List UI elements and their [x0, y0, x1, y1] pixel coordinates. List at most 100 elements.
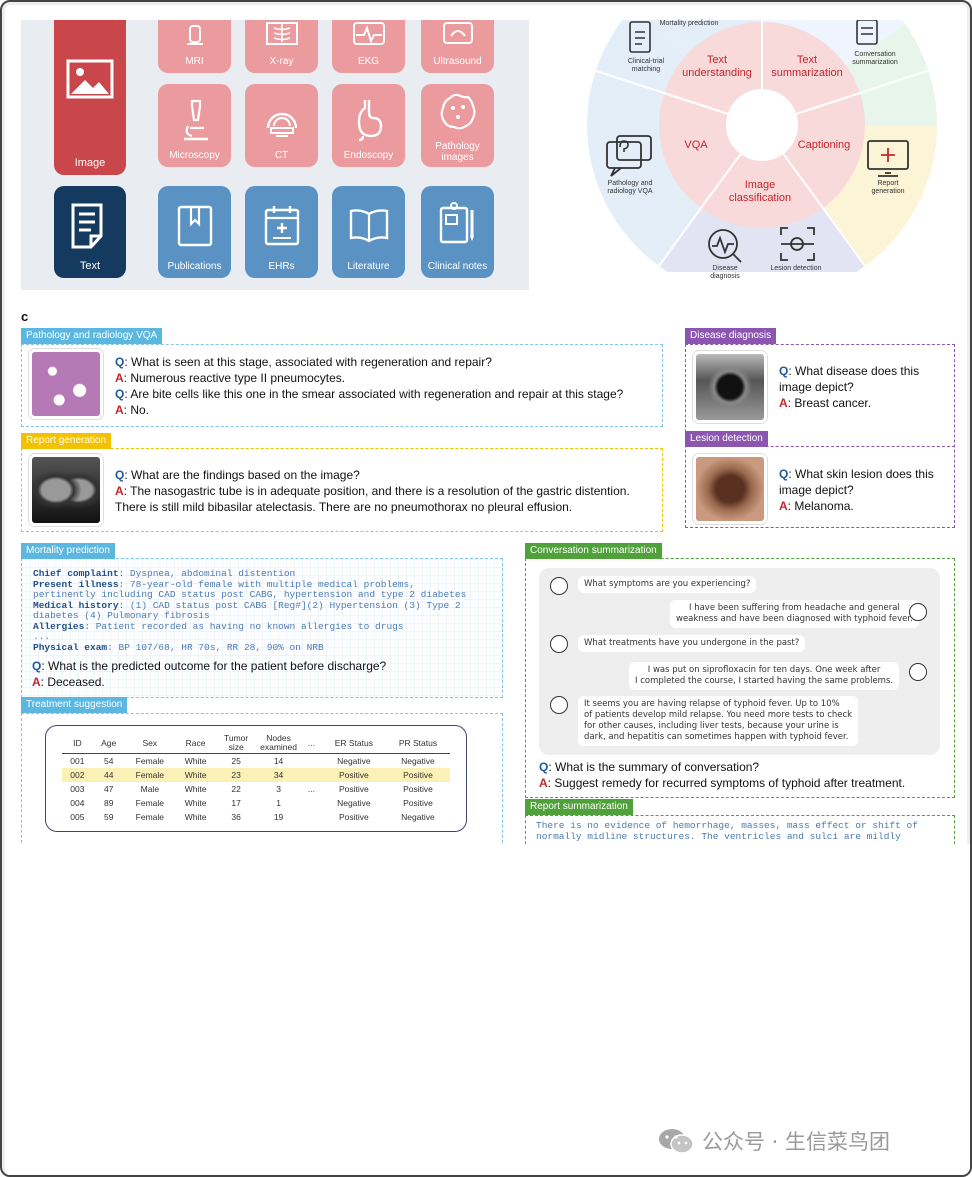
- pathology-vqa-tag: Pathology and radiology VQA: [21, 328, 163, 344]
- microscopy-tile: Microscopy: [158, 84, 231, 167]
- xray-label: X-ray: [269, 56, 294, 67]
- chat-question-icon: [606, 135, 652, 177]
- publications-tile: Publications: [158, 186, 231, 278]
- wheel-label-conversation-summ: Conversation summarization: [852, 51, 898, 66]
- table-cell: 54: [103, 756, 114, 766]
- open-book-icon: [349, 209, 388, 243]
- a-prefix: A: [32, 675, 41, 689]
- microscope-icon: [183, 99, 208, 141]
- table-cell: 25: [231, 756, 241, 766]
- a-prefix: A: [779, 499, 788, 513]
- ultrasound-label: Ultrasound: [433, 56, 482, 67]
- modality-panel: Image Text MRI X-ray EKG Ultrasound Micr…: [21, 20, 529, 290]
- mri-label: MRI: [185, 56, 204, 67]
- mri-tile: MRI: [158, 20, 231, 73]
- table-cell: Positive: [321, 768, 386, 782]
- table-cell: 005: [70, 812, 85, 822]
- wheel-task-captioning: Captioning: [797, 139, 851, 151]
- cell-icon: [440, 93, 476, 130]
- table-header-cell: ER Status: [321, 733, 386, 754]
- table-cell: [301, 796, 322, 810]
- microscopy-label: Microscopy: [169, 150, 220, 161]
- mortality-notes: Chief complaint: Dyspnea, abdominal dist…: [33, 568, 466, 653]
- text-modality-tile: Text: [54, 186, 126, 278]
- table-cell: White: [184, 798, 207, 808]
- conversation-qa: Q: What is the summary of conversation? …: [539, 760, 906, 790]
- chat-line: weakness and have been diagnosed with ty…: [676, 614, 913, 624]
- wheel-label-clinical-trial: Clinical-trial matching: [627, 58, 665, 73]
- table-header-cell: ...: [300, 733, 322, 754]
- pathology-a1: Numerous reactive type II pneumocytes.: [130, 371, 346, 385]
- wheel-task-image-classification: Image classification: [728, 179, 792, 204]
- a-prefix: A: [115, 484, 124, 498]
- watermark: 公众号 · 生信菜鸟团: [658, 1126, 890, 1156]
- table-cell: Negative: [337, 798, 371, 808]
- pathology-q1: What is seen at this stage, associated w…: [131, 355, 492, 369]
- pathology-vqa-box: [21, 344, 663, 427]
- ultrasound-icon: [442, 22, 473, 44]
- ekg-label: EKG: [357, 56, 380, 67]
- report-summ-line: normally midline structures. The ventric…: [536, 830, 901, 842]
- report-a-line1: The nasogastric tube is in adequate posi…: [130, 484, 630, 498]
- table-cell: 89: [103, 798, 114, 808]
- ehrs-label: EHRs: [268, 261, 295, 272]
- lesion-a: Melanoma.: [794, 499, 854, 513]
- q-prefix: Q: [115, 387, 125, 401]
- ultrasound-tile: Ultrasound: [421, 20, 494, 73]
- report-qa: Q: What are the findings based on the im…: [115, 468, 630, 514]
- disease-diagnosis-tag: Disease diagnosis: [685, 328, 777, 344]
- report-generation-box: [21, 448, 663, 532]
- report-doc-icon: [856, 20, 878, 45]
- table-cell: White: [184, 812, 207, 822]
- wheel-label-lesion-detection: Lesion detection: [770, 265, 822, 272]
- al-text: : Patient recorded as having no known al…: [84, 620, 404, 632]
- q-prefix: Q: [32, 659, 42, 673]
- mortality-tag: Mortality prediction: [21, 543, 115, 559]
- pathology-thumbnail: [29, 349, 103, 419]
- cc-label: Chief complaint: [33, 568, 119, 579]
- table-cell: ...: [307, 784, 315, 794]
- table-cell: [300, 768, 322, 782]
- chat-msg-patient-1: I have been suffering from headache and …: [670, 600, 919, 628]
- literature-label: Literature: [347, 261, 390, 272]
- mh-text-2: diabetes (4) Pulmonary fibrosis: [33, 610, 210, 621]
- table-cell: Female: [124, 768, 175, 782]
- image-label: Image: [74, 157, 106, 169]
- table-cell: White: [184, 784, 207, 794]
- table-cell: 19: [273, 812, 284, 822]
- report-summ-box: [525, 815, 955, 855]
- chest-xray-thumbnail: [29, 454, 103, 526]
- pe-text: : BP 107/68, HR 70s, RR 28, 90% on NRB: [107, 641, 324, 653]
- a-prefix: A: [115, 371, 124, 385]
- table-cell: 001: [70, 756, 85, 766]
- mh-label: Medical history: [33, 599, 119, 611]
- ellipsis: ...: [33, 631, 51, 642]
- table-cell: Female: [135, 756, 165, 766]
- wheel-label-report-generation: Report generation: [871, 180, 905, 195]
- chat-line: I have been suffering from headache and …: [688, 603, 900, 613]
- table-cell: [301, 810, 322, 824]
- skin-lesion-thumbnail: [693, 454, 767, 524]
- doctor-avatar-icon: [550, 696, 568, 714]
- chat-msg-patient-2: I was put on siprofloxacin for ten days.…: [629, 662, 900, 690]
- lesion-qa: Q: What skin lesion does this image depi…: [779, 467, 934, 513]
- table-header-cell: Age: [92, 733, 125, 754]
- patient-avatar-icon: [909, 663, 927, 681]
- table-cell: Positive: [385, 768, 450, 782]
- table-header-cell: Tumor size: [216, 733, 257, 754]
- purple-divider: [685, 446, 955, 447]
- mortality-q: What is the predicted outcome for the pa…: [48, 659, 387, 673]
- pathology-q2: Are bite cells like this one in the smea…: [130, 387, 624, 401]
- table-cell: 1: [276, 798, 281, 808]
- table-cell: 36: [231, 812, 241, 822]
- wheel-label-mortality: Mortality prediction: [659, 20, 719, 27]
- treatment-box: [21, 713, 503, 853]
- table-header-cell: Race: [174, 733, 217, 754]
- ct-label: CT: [274, 150, 289, 161]
- chat-line: of patients develop mild relapse. You ne…: [584, 710, 853, 720]
